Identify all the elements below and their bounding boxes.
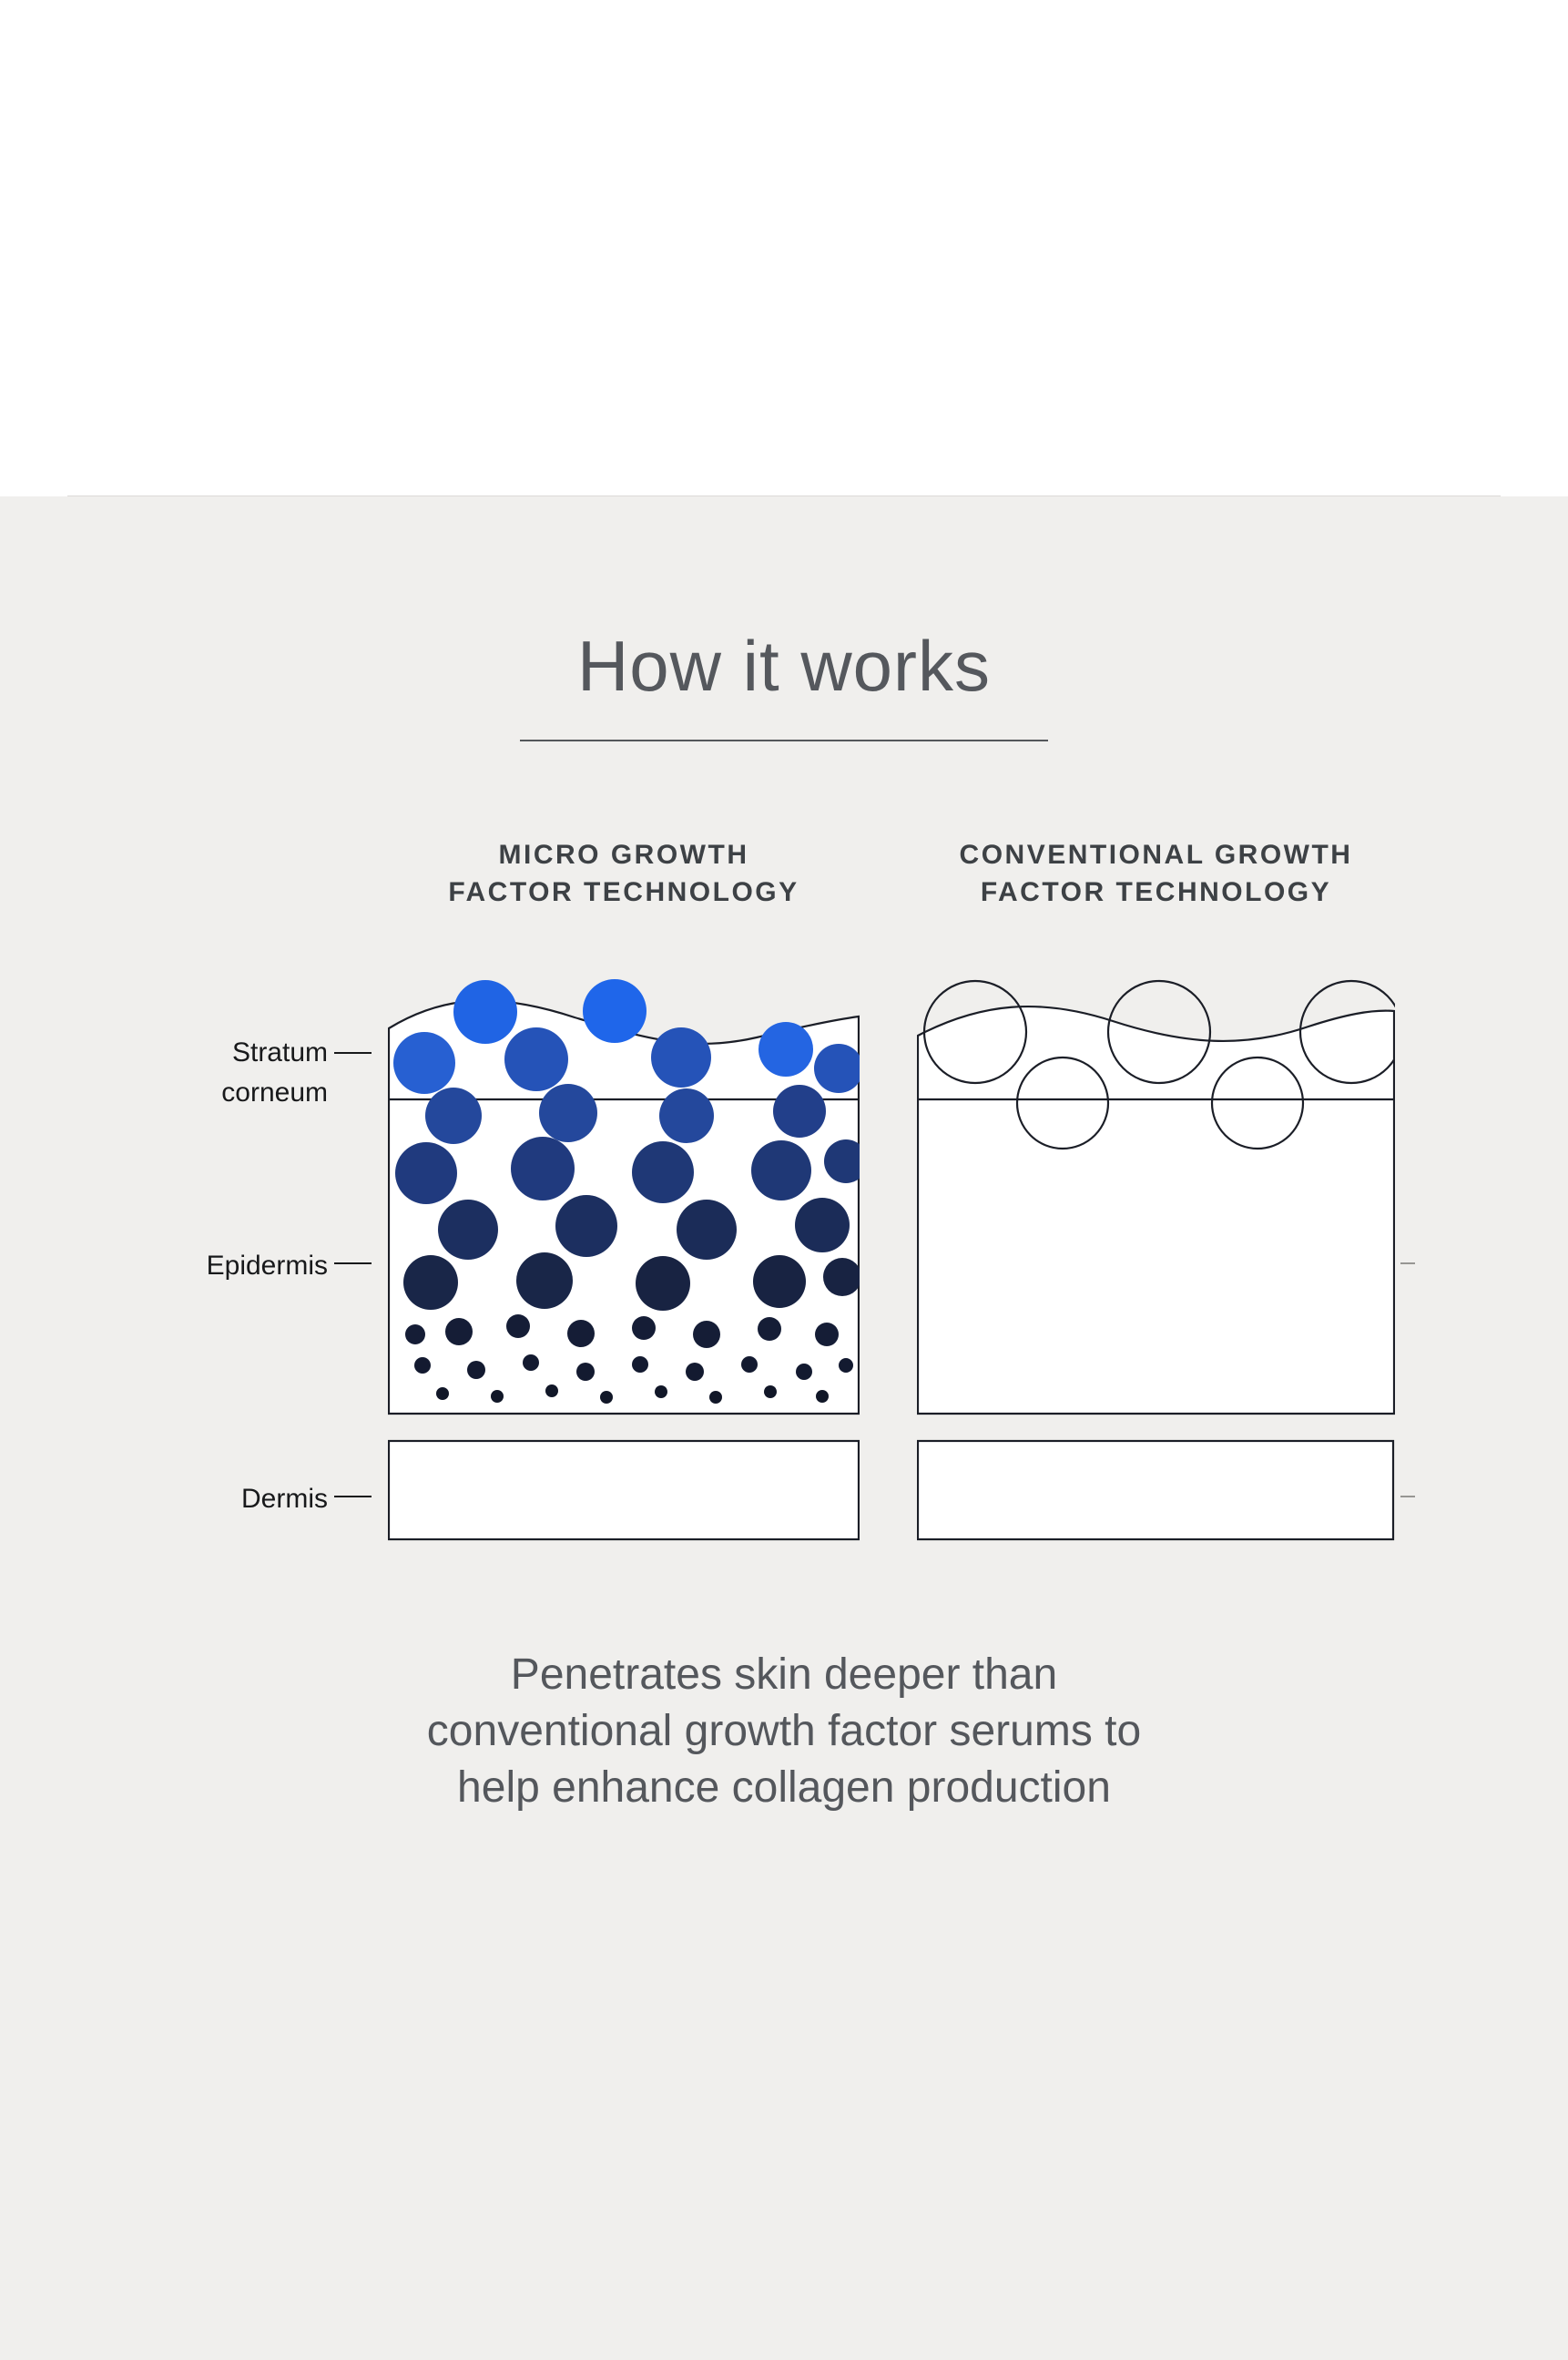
particle-circle [555, 1195, 617, 1257]
title-underline [520, 740, 1048, 741]
particle-circle [636, 1256, 690, 1311]
dermis-box [388, 1439, 860, 1541]
particle-circle [516, 1252, 573, 1309]
particle-circle [576, 1363, 595, 1381]
benefit-caption: Penetrates skin deeper than conventional… [0, 1647, 1568, 1816]
page-title: How it works [576, 626, 992, 706]
right-column-header-line1: CONVENTIONAL GROWTH [959, 840, 1353, 870]
particle-circle [758, 1317, 781, 1341]
section-divider-line [67, 495, 1501, 496]
how-it-works-section [0, 496, 1568, 2360]
micro-growth-diagram [388, 979, 860, 1541]
particle-circle [567, 1320, 595, 1347]
particle-circle [741, 1356, 758, 1373]
particle-circle [795, 1198, 850, 1252]
left-column-header: MICRO GROWTH FACTOR TECHNOLOGY [388, 836, 860, 911]
stratum-label-line2: corneum [221, 1078, 328, 1108]
particle-circle [632, 1316, 656, 1340]
particle-circle [651, 1027, 711, 1088]
particle-circle [436, 1387, 449, 1400]
particle-circle [816, 1390, 829, 1403]
right-column-header: CONVENTIONAL GROWTH FACTOR TECHNOLOGY [917, 836, 1395, 911]
particle-circle [815, 1323, 839, 1346]
left-column-header-line2: FACTOR TECHNOLOGY [448, 877, 799, 907]
particle-circle [511, 1137, 575, 1200]
stratum-corneum-label: Stratum corneum [118, 1033, 328, 1113]
particle-circle [677, 1200, 737, 1260]
particle-circle [438, 1200, 498, 1260]
particle-circle [403, 1255, 458, 1310]
particle-circle [1298, 979, 1395, 1085]
right-column-header-line2: FACTOR TECHNOLOGY [980, 877, 1332, 907]
particle-circle [425, 1088, 482, 1144]
particle-circle [491, 1390, 504, 1403]
particle-circle [405, 1324, 425, 1344]
epidermis-label: Epidermis [206, 1251, 328, 1281]
particle-circle [445, 1318, 473, 1345]
dermis-label-connector [334, 1496, 372, 1497]
serum-particles [393, 979, 860, 1404]
left-column-header-line1: MICRO GROWTH [498, 840, 749, 870]
surface-droplets [922, 979, 1395, 1150]
particle-circle [1210, 1056, 1305, 1150]
particle-circle [414, 1357, 431, 1374]
skin-surface-wave [917, 1005, 1395, 1415]
particle-circle [600, 1391, 613, 1404]
particle-circle [759, 1022, 813, 1077]
particle-circle [751, 1140, 811, 1200]
particle-circle [1106, 979, 1212, 1085]
caption-line2: conventional growth factor serums to [426, 1707, 1142, 1755]
particle-circle [632, 1356, 648, 1373]
particle-circle [753, 1255, 806, 1308]
particle-circle [467, 1361, 485, 1379]
caption-line3: help enhance collagen production [457, 1763, 1111, 1812]
stratum-label-connector [334, 1052, 372, 1054]
particle-circle [823, 1258, 860, 1296]
particle-circle [504, 1027, 568, 1091]
particle-circle [1015, 1056, 1110, 1150]
particle-circle [523, 1354, 539, 1371]
particle-circle [824, 1139, 860, 1183]
particle-circle [709, 1391, 722, 1404]
particle-circle [693, 1321, 720, 1348]
particle-circle [773, 1085, 826, 1138]
particle-circle [632, 1141, 694, 1203]
conventional-growth-diagram [917, 979, 1395, 1541]
particle-circle [686, 1363, 704, 1381]
particle-circle [796, 1364, 812, 1380]
particle-circle [583, 979, 647, 1043]
particle-circle [814, 1044, 860, 1093]
particle-circle [453, 980, 517, 1044]
stratum-label-line1: Stratum [231, 1037, 328, 1068]
particle-circle [395, 1142, 457, 1204]
particle-circle [922, 979, 1028, 1085]
epidermis-label-connector [334, 1262, 372, 1264]
particle-circle [764, 1385, 777, 1398]
caption-line1: Penetrates skin deeper than [510, 1650, 1058, 1699]
particle-circle [655, 1385, 667, 1398]
particle-circle [839, 1358, 853, 1373]
particle-circle [393, 1032, 455, 1094]
particle-circle [659, 1088, 714, 1143]
dermis-box [917, 1439, 1395, 1541]
dermis-label: Dermis [241, 1484, 328, 1514]
epidermis-right-tick [1400, 1262, 1415, 1264]
particle-circle [506, 1314, 530, 1338]
particle-circle [539, 1084, 597, 1142]
particle-circle [545, 1384, 558, 1397]
dermis-right-tick [1400, 1496, 1415, 1497]
